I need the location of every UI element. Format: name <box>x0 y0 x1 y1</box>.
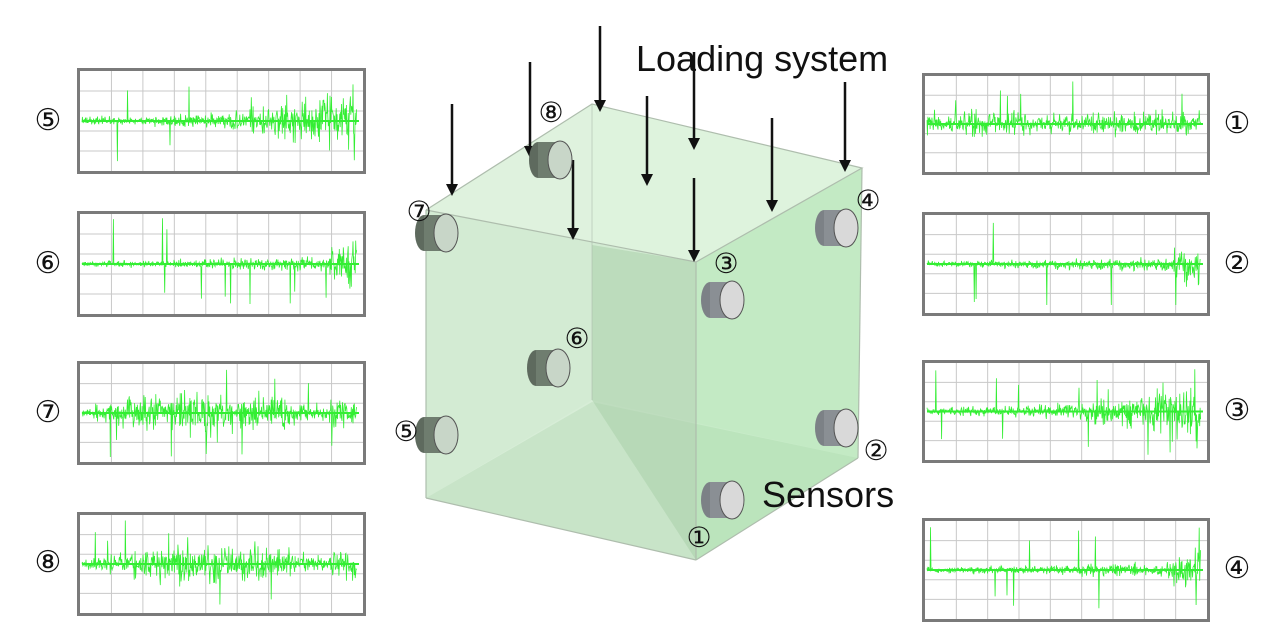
panel-label-4: ④ <box>1223 551 1251 586</box>
cube-right-face <box>696 168 862 560</box>
cube-edges <box>425 103 864 561</box>
waveform-plot-2 <box>925 215 1207 313</box>
waveform-plot-1 <box>925 76 1207 172</box>
signal-panel-3 <box>922 360 1210 463</box>
load-arrow <box>567 160 579 240</box>
sensor-label-8: ⑧ <box>538 96 564 129</box>
waveform-plot-8 <box>80 515 363 613</box>
waveform-trace <box>926 81 1201 138</box>
panel-label-8: ⑧ <box>34 545 62 580</box>
sensors-label: Sensors <box>762 474 895 515</box>
signal-panel-4 <box>922 518 1210 622</box>
panel-label-2: ② <box>1223 246 1251 281</box>
sensor-label-6: ⑥ <box>564 322 590 355</box>
signal-panel-7 <box>77 361 366 465</box>
sensor-3 <box>701 280 745 320</box>
load-arrow <box>839 82 851 172</box>
sensor-label-4: ④ <box>855 184 881 217</box>
panel-label-3: ③ <box>1223 393 1251 428</box>
signal-panel-5 <box>77 68 366 174</box>
sensor-label-7: ⑦ <box>406 195 432 228</box>
sensor-7 <box>415 213 459 253</box>
load-arrow <box>766 118 778 212</box>
cube-interior-shade <box>592 245 696 560</box>
sensor-label-1: ① <box>686 521 712 554</box>
sensor-8 <box>529 140 573 180</box>
sensor-label-5: ⑤ <box>393 415 419 448</box>
load-arrow <box>641 96 653 186</box>
signal-panel-6 <box>77 211 366 317</box>
sensor-1 <box>701 480 745 520</box>
signal-panel-8 <box>77 512 366 616</box>
sensor-4 <box>815 208 859 248</box>
sensor-label-2: ② <box>863 434 889 467</box>
waveform-trace <box>81 369 357 458</box>
waveform-plot-7 <box>80 364 363 462</box>
load-arrow <box>446 104 458 196</box>
sensor-2 <box>815 408 859 448</box>
signal-panel-2 <box>922 212 1210 316</box>
sensor-5 <box>415 415 459 455</box>
signal-panel-1 <box>922 73 1210 175</box>
loading-arrows <box>446 26 851 262</box>
waveform-plot-6 <box>80 214 363 314</box>
panel-label-7: ⑦ <box>34 395 62 430</box>
waveform-plot-3 <box>925 363 1207 460</box>
panel-label-1: ① <box>1223 106 1251 141</box>
waveform-plot-4 <box>925 521 1207 619</box>
sensor-label-3: ③ <box>713 247 739 280</box>
panel-label-5: ⑤ <box>34 103 62 138</box>
load-arrow <box>688 52 700 150</box>
sensor-group <box>415 140 859 520</box>
loading-system-label: Loading system <box>636 38 889 79</box>
waveform-plot-5 <box>80 71 363 171</box>
load-arrow <box>688 178 700 262</box>
panel-label-6: ⑥ <box>34 246 62 281</box>
sensor-6 <box>527 348 571 388</box>
load-arrow <box>594 26 606 112</box>
